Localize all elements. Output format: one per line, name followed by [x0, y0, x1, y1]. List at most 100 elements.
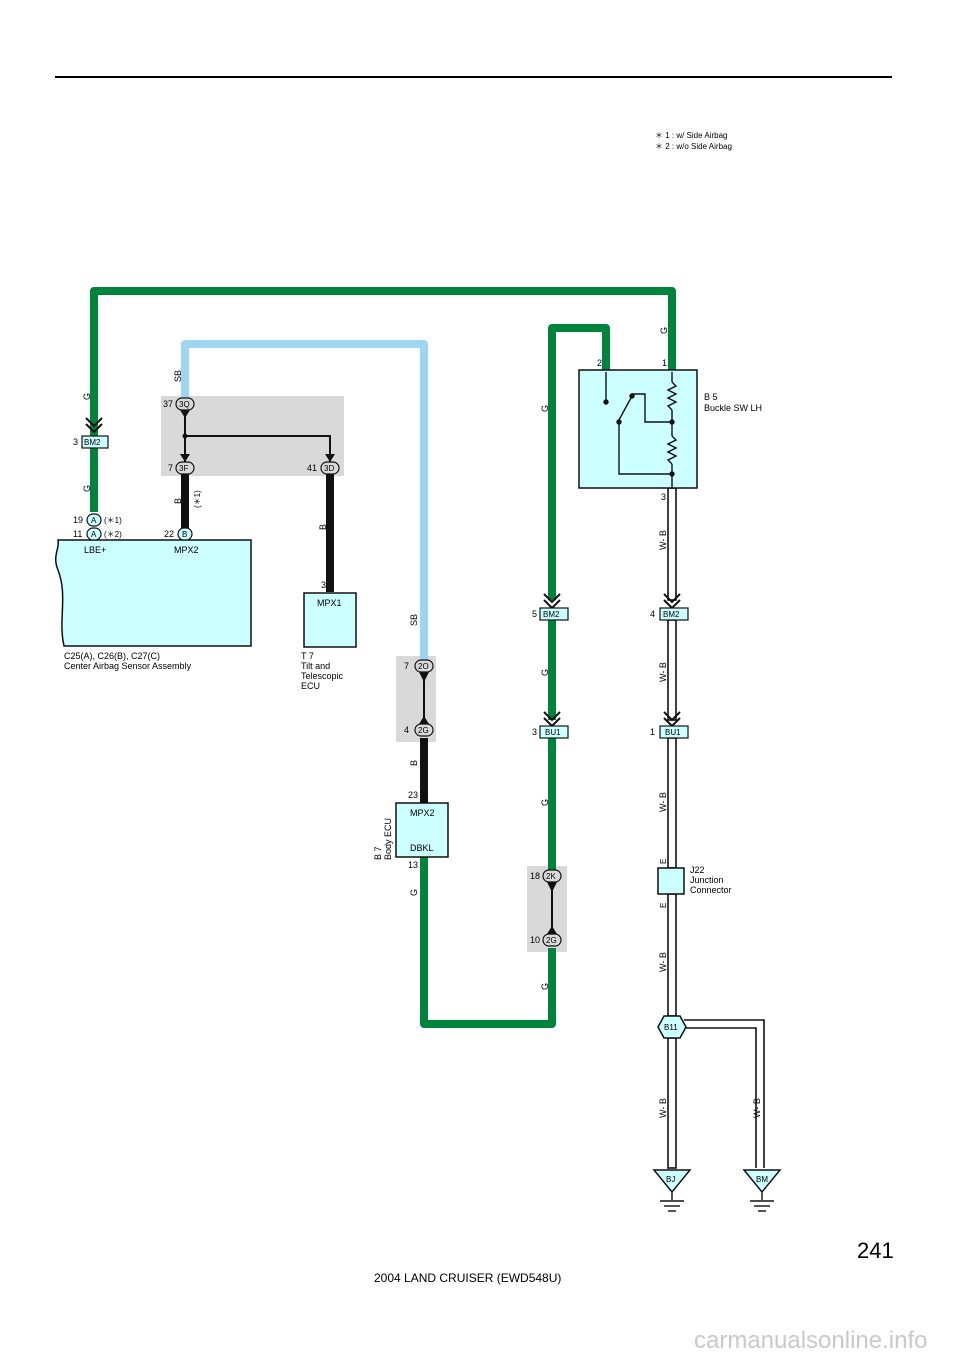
connector-a1-note: (＊1) [104, 516, 122, 525]
wire-wb-to-bm [684, 1019, 765, 1168]
footer-title: 2004 LAND CRUISER (EWD548U) [374, 1271, 561, 1285]
t7-term: MPX1 [317, 598, 342, 608]
connector-b-id: B [182, 530, 187, 539]
connector-a1-pin: 19 [73, 515, 83, 525]
ground-bj-id: BJ [666, 1175, 675, 1184]
buckle-pin-1: 1 [662, 358, 667, 368]
j22-e-top: E [659, 859, 668, 864]
wire-label-sb-mid: SB [409, 614, 419, 626]
bu1-center-id: BU1 [545, 728, 561, 737]
wire-green-body-ecu [420, 857, 556, 1028]
connector-3f [175, 454, 195, 475]
body-ecu-name: Body ECU [383, 818, 393, 860]
connector-2g-b-pin: 10 [530, 935, 540, 945]
wire-label-g2: G [82, 485, 92, 492]
connector-3d [320, 454, 340, 475]
watermark-text: carmanualsonline.info [694, 1327, 927, 1354]
connector-2k [542, 869, 562, 892]
connector-a-2 [86, 527, 102, 541]
wire-label-g1: G [82, 393, 92, 400]
connector-bu1-center [539, 711, 569, 739]
connector-a2-note: (＊2) [104, 530, 122, 539]
connector-3q-pin: 37 [163, 399, 173, 409]
bu1-center-pin: 3 [532, 727, 537, 737]
bm2-left-id: BM2 [84, 438, 101, 447]
t7-id: T 7 [301, 651, 314, 661]
connector-2g-b-id: 2G [546, 936, 557, 945]
buckle-sw-box [578, 369, 698, 489]
t7-name-3: ECU [301, 681, 320, 691]
buckle-switch-symbol [603, 372, 678, 488]
connector-bm2-right [659, 593, 689, 621]
wire-label-g-body: G [409, 889, 419, 896]
ground-bm [742, 1169, 782, 1212]
j22-name-1: Junction [690, 875, 724, 885]
connector-a2-id: A [91, 530, 97, 539]
t7-pin: 3 [321, 580, 326, 590]
connector-2g-b [542, 926, 562, 947]
note-line-2: ＊ 2 : w/o Side Airbag [655, 142, 732, 151]
body-ecu-pin-top: 23 [408, 790, 418, 800]
connector-a2-pin: 11 [73, 529, 82, 539]
connector-2o [414, 659, 434, 682]
wire-wb-main [667, 487, 677, 1169]
wire-label-wb1: W- B [658, 530, 668, 550]
buckle-pin-3: 3 [661, 492, 666, 502]
connector-b-pin: 22 [164, 529, 174, 539]
ground-bj [652, 1169, 692, 1212]
airbag-term-lbe: LBE+ [84, 545, 106, 555]
j22-e-bottom: E [659, 903, 668, 908]
connector-a-1 [86, 513, 102, 527]
airbag-term-mpx2: MPX2 [174, 545, 199, 555]
connector-3f-id: 3F [179, 464, 188, 473]
connector-2o-id: 2O [418, 662, 429, 671]
j22-name-2: Connector [690, 885, 732, 895]
connector-3f-pin: 7 [168, 463, 173, 473]
connector-2g-a-pin: 4 [404, 725, 409, 735]
wire-label-wb6: W- B [752, 1098, 762, 1118]
t7-name-1: Tilt and [301, 661, 330, 671]
wire-label-b-body: B [409, 760, 419, 766]
wire-label-wb3: W- B [658, 792, 668, 812]
note-line-1: ＊ 1 : w/ Side Airbag [655, 131, 727, 140]
t7-name-2: Telescopic [301, 671, 344, 681]
buckle-id: B 5 [704, 392, 718, 402]
connector-2k-pin: 18 [530, 871, 540, 881]
body-ecu-term-top: MPX2 [410, 808, 435, 818]
wire-label-sb-top: SB [173, 370, 183, 382]
airbag-name-2: Center Airbag Sensor Assembly [64, 661, 192, 671]
body-ecu-pin-bottom: 13 [408, 860, 418, 870]
bu1-right-pin: 1 [650, 727, 655, 737]
buckle-name: Buckle SW LH [704, 403, 762, 413]
body-ecu-term-bottom: DBKL [410, 843, 434, 853]
connector-bm2-center [539, 593, 569, 621]
airbag-name-1: C25(A), C26(B), C27(C) [64, 651, 160, 661]
connector-2o-pin: 7 [404, 661, 409, 671]
connector-bm2-left [81, 417, 109, 449]
wire-label-wb2: W- B [658, 662, 668, 682]
wire-label-wb4: W- B [658, 952, 668, 972]
wire-3q-branch [185, 435, 331, 462]
wire-sb [181, 340, 428, 660]
buckle-pin-2: 2 [597, 358, 602, 368]
connector-3d-id: 3D [324, 464, 334, 473]
wire-label-wb5: W- B [658, 1098, 668, 1118]
connector-bu1-right [659, 711, 689, 739]
bm2-left-pin: 3 [73, 437, 78, 447]
connector-3q-id: 3Q [179, 400, 190, 409]
wire-label-b-t7: B [318, 524, 328, 530]
wire-label-g-c2: G [540, 669, 550, 676]
wire-label-g-b5top: G [659, 327, 669, 334]
wire-green-top [90, 287, 676, 438]
bm2-center-pin: 5 [532, 609, 537, 619]
connector-3d-pin: 41 [307, 463, 317, 473]
wire-label-g-c4: G [540, 983, 550, 990]
connector-3q [175, 397, 195, 439]
splice-b11 [657, 1015, 687, 1039]
bm2-center-id: BM2 [543, 610, 560, 619]
connector-2g-a-id: 2G [418, 726, 429, 735]
splice-b11-id: B11 [664, 1023, 678, 1032]
j22-id: J22 [690, 865, 705, 875]
body-ecu-id: B 7 [373, 846, 383, 860]
